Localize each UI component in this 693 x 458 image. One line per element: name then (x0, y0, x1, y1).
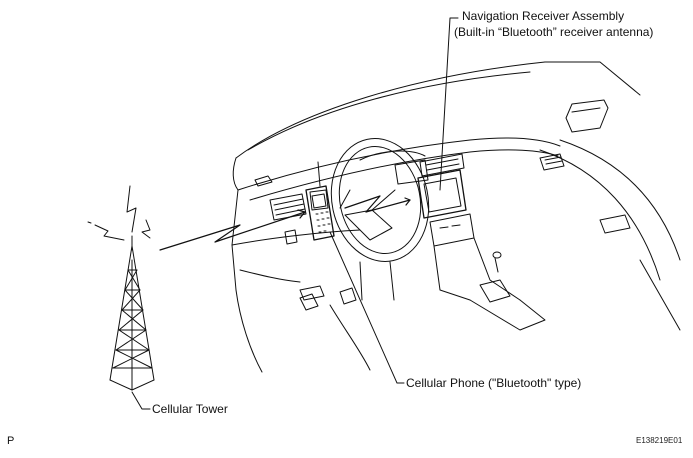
instrument-cluster (359, 150, 429, 185)
tower-signal-bolts (87, 185, 151, 241)
cellular-tower (109, 235, 155, 391)
leader-lines (131, 17, 459, 410)
nav-receiver-title: Navigation Receiver Assembly (462, 9, 625, 23)
cellular-phone-label: Cellular Phone ("Bluetooth" type) (406, 376, 582, 390)
lower-dash (231, 189, 361, 373)
cellular-phone (305, 161, 335, 241)
page-letter: P (7, 435, 15, 447)
side-mirror (565, 99, 609, 133)
center-console (433, 237, 546, 331)
nav-receiver-subtitle: (Built-in “Bluetooth” receiver antenna) (454, 25, 654, 39)
figure-code: E138219E01 (636, 436, 683, 445)
windshield-outline (232, 61, 641, 191)
door-outline (539, 139, 681, 331)
dashboard-top (237, 137, 565, 201)
left-vents (269, 189, 329, 245)
bluetooth-signal-bolt (344, 195, 411, 213)
cellular-tower-label: Cellular Tower (152, 402, 228, 416)
cellular-signal-bolt (159, 209, 306, 251)
pedals (299, 287, 371, 371)
steering-wheel (330, 138, 430, 301)
